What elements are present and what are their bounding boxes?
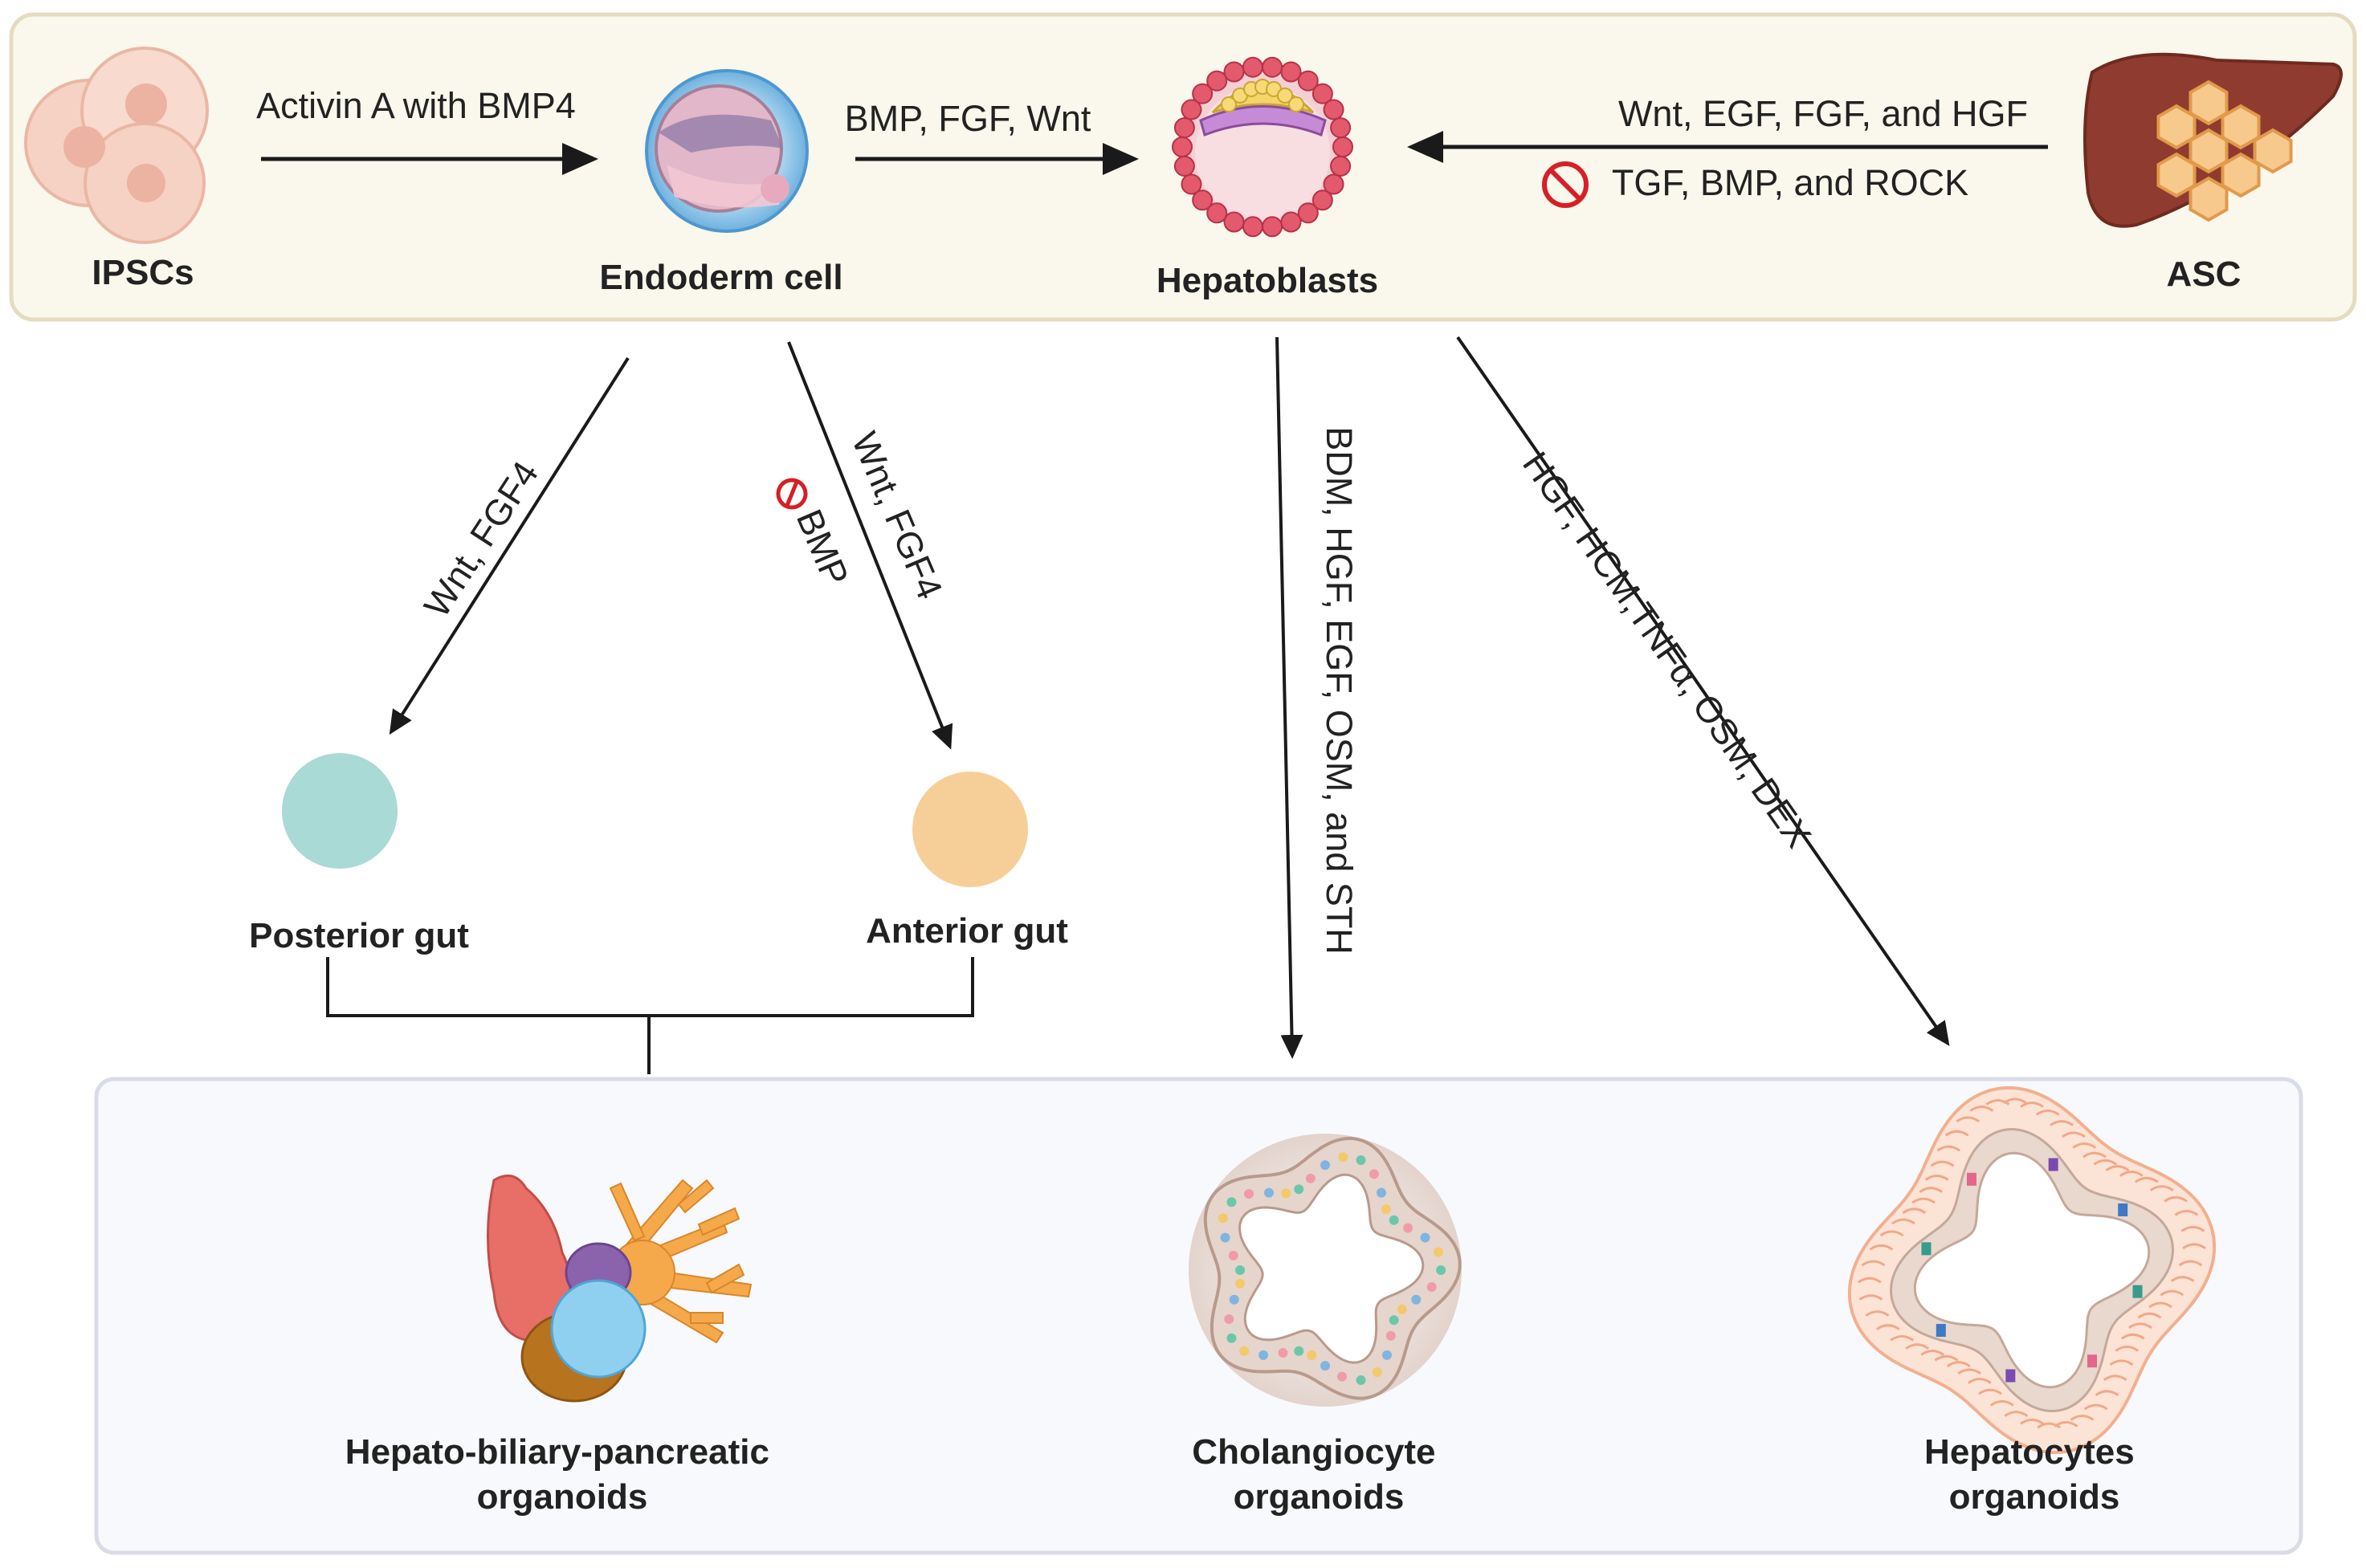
hepatoblasts-icon — [1172, 56, 1353, 238]
cholangiocyte-organoid-icon — [1189, 1134, 1462, 1407]
hepatocyte-organoid-icon — [1847, 1085, 2217, 1455]
arrow-endoderm-posterior — [389, 356, 630, 735]
arrow-hepatoblasts-hepatocyte — [1456, 336, 1950, 1046]
label-asc: ASC — [2167, 255, 2242, 294]
edge-label-hepatoblasts-cholangiocyte: BDM, HGF, EGF, OSM, and STH — [1319, 426, 1360, 955]
label-hepatoblasts: Hepatoblasts — [1156, 261, 1378, 300]
posterior-gut-sphere — [282, 753, 398, 869]
label-anterior-gut: Anterior gut — [866, 911, 1068, 951]
gut-merge-bracket — [326, 957, 974, 1017]
inhibit-icon-asc — [1542, 161, 1589, 208]
label-endoderm: Endoderm cell — [599, 258, 842, 297]
edge-label-endoderm-posterior: Wnt, FGF4 — [416, 454, 547, 624]
edge-label-asc-hepatoblasts: Wnt, EGF, FGF, and HGF — [1618, 93, 2028, 134]
edge-label-endoderm-hepatoblasts: BMP, FGF, Wnt — [845, 98, 1091, 139]
label-ipscs: IPSCs — [92, 253, 194, 292]
label-hbp-organoids: Hepato-biliary-pancreatic organoids — [345, 1432, 779, 1517]
anterior-gut-sphere — [912, 772, 1028, 887]
label-hepatocyte-organoids: Hepatocytes organoids — [1924, 1432, 2144, 1517]
liver-asc-icon — [2083, 52, 2343, 228]
label-posterior-gut: Posterior gut — [249, 916, 469, 955]
arrow-hepatoblasts-cholangiocyte — [1275, 336, 1303, 1059]
label-cholangiocyte-organoids: Cholangiocyte organoids — [1192, 1432, 1445, 1517]
arrow-endoderm-anterior — [787, 341, 953, 750]
ipsc-cells-icon — [24, 47, 209, 244]
hbp-organoid-icon — [487, 1174, 753, 1403]
edge-label-endoderm-anterior: Wnt, FGF4 — [844, 426, 951, 605]
endoderm-cell-icon — [645, 69, 809, 233]
edge-label-hepatoblasts-hepatocyte: HGF, HCM,TNFα, OSM, DEX — [1515, 444, 1819, 854]
edge-label-ipscs-endoderm: Activin A with BMP4 — [256, 85, 576, 126]
edge-label-anterior-inhibit: BMP — [789, 503, 857, 592]
edge-label-asc-inhibit: TGF, BMP, and ROCK — [1612, 162, 1968, 203]
inhibit-icon-anterior — [776, 478, 808, 510]
